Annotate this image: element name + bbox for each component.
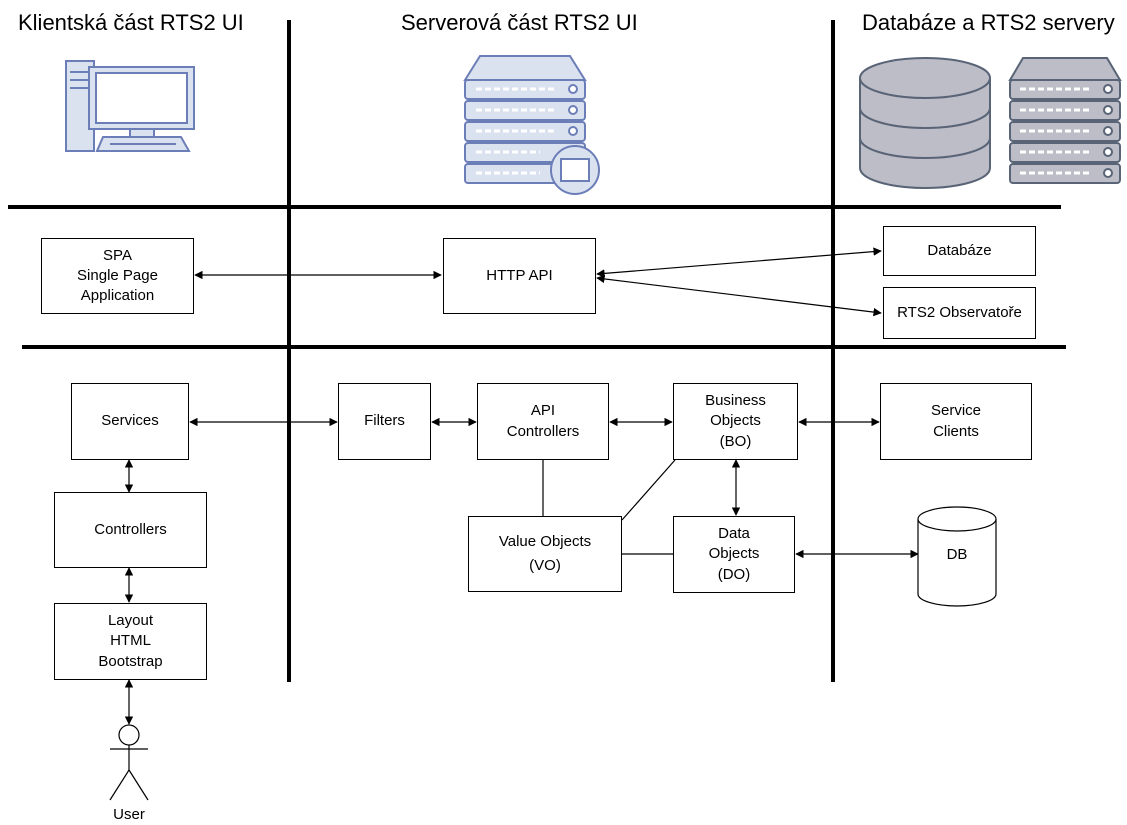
http-api-label: HTTP API [486, 266, 553, 284]
service-clients-label: Service Clients [930, 402, 982, 440]
value-objects-label: Value Objects (VO) [498, 533, 592, 574]
databaze-box: Databáze [883, 226, 1036, 276]
filters-box: Filters [338, 383, 431, 460]
spa-label: SPA Single Page Application [77, 246, 158, 305]
desktop-computer-icon [65, 60, 195, 152]
db-cylinder-icon [917, 506, 997, 607]
controllers-box: Controllers [54, 492, 207, 568]
databaze-label: Databáze [927, 241, 992, 259]
service-clients-box: Service Clients [880, 383, 1032, 460]
column-title-client: Klientská část RTS2 UI [18, 10, 244, 35]
data-objects-box: Data Objects (DO) [673, 516, 795, 593]
spa-box: SPA Single Page Application [41, 238, 194, 314]
db-label: DB [946, 546, 968, 563]
connectors [124, 247, 919, 725]
column-title-server: Serverová část RTS2 UI [401, 10, 638, 35]
api-controllers-label: API Controllers [506, 402, 580, 440]
layout-box: Layout HTML Bootstrap [54, 603, 207, 680]
business-objects-label: Business Objects (BO) [705, 392, 766, 450]
separator-lines [8, 20, 1066, 682]
api-controllers-box: API Controllers [477, 383, 609, 460]
arrow-httpapi-observatore [596, 274, 882, 317]
line-vo-bo [621, 459, 676, 521]
services-label: Services [101, 412, 159, 430]
server-rack-icon [1008, 57, 1122, 184]
value-objects-box: Value Objects (VO) [468, 516, 622, 592]
controllers-label: Controllers [94, 520, 167, 538]
business-objects-box: Business Objects (BO) [673, 383, 798, 460]
services-box: Services [71, 383, 189, 460]
layout-label: Layout HTML Bootstrap [98, 612, 163, 670]
web-server-icon [463, 55, 600, 195]
arrow-httpapi-databaze [596, 247, 882, 278]
filters-label: Filters [364, 412, 405, 430]
http-api-box: HTTP API [443, 238, 596, 314]
database-icon [859, 57, 991, 189]
user-actor-icon [109, 724, 149, 801]
user-label: User [113, 806, 145, 823]
observatore-box: RTS2 Observatoře [883, 287, 1036, 339]
data-objects-label: Data Objects (DO) [708, 525, 760, 583]
observatore-label: RTS2 Observatoře [897, 303, 1022, 321]
column-title-db: Databáze a RTS2 servery [862, 10, 1115, 35]
